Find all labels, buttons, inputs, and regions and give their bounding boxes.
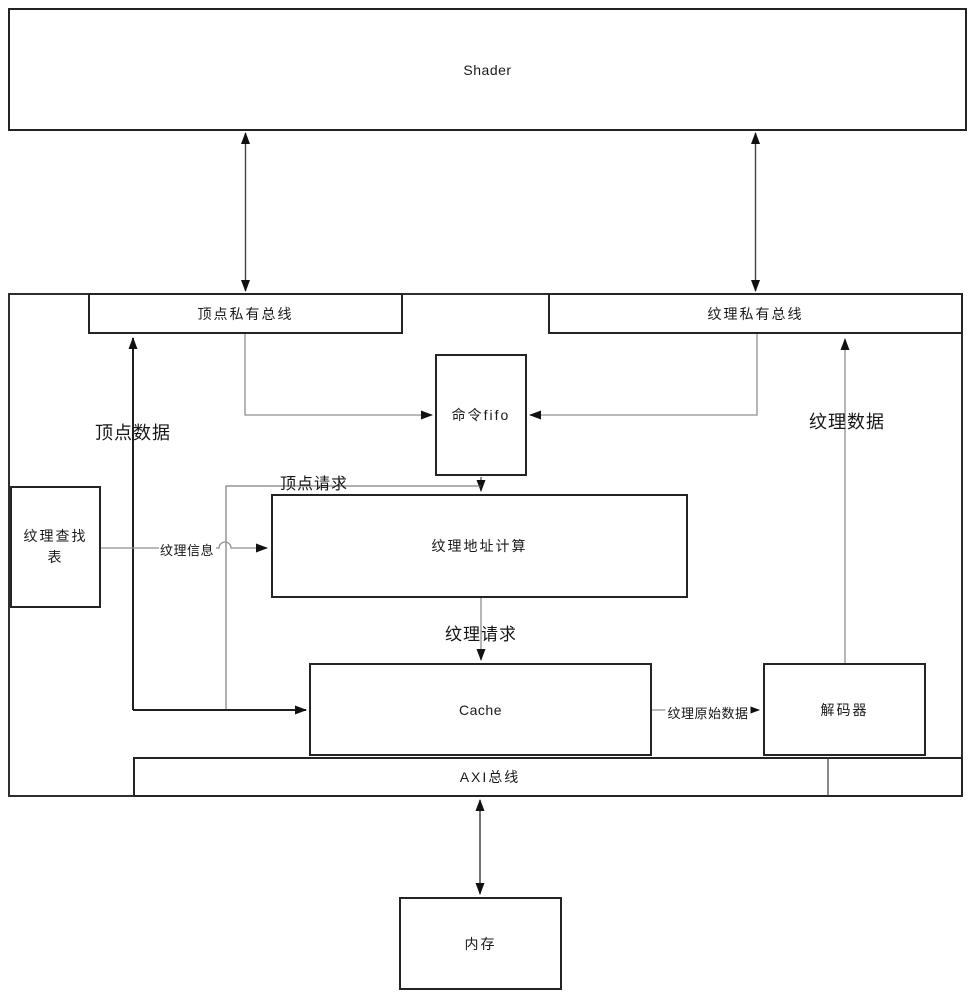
vertex-request-label: 顶点请求 (279, 476, 349, 493)
decoder-label: 解码器 (820, 701, 869, 718)
vertex-private-bus-label: 顶点私有总线 (197, 305, 294, 322)
axi-bus-label: AXI总线 (459, 769, 521, 785)
command-fifo-box: 命令fifo (435, 354, 527, 476)
decoder-box: 解码器 (763, 663, 926, 756)
texture-lookup-table-box: 纹理查找 表 (10, 486, 101, 608)
texture-raw-data-label: 纹理原始数据 (665, 703, 751, 722)
texture-private-bus-box: 纹理私有总线 (548, 293, 963, 334)
shader-box: Shader (8, 8, 967, 131)
command-fifo-label: 命令fifo (451, 407, 511, 423)
vertex-private-bus-box: 顶点私有总线 (88, 293, 403, 334)
texture-lookup-table-label-line1: 纹理查找 (23, 528, 88, 544)
texture-private-bus-label: 纹理私有总线 (707, 305, 804, 322)
axi-bus-box: AXI总线 (133, 757, 963, 797)
vertex-data-label: 顶点数据 (95, 423, 171, 443)
texture-info-label: 纹理信息 (159, 543, 215, 558)
cache-box: Cache (309, 663, 652, 756)
cache-label: Cache (459, 701, 502, 718)
texture-address-calc-box: 纹理地址计算 (271, 494, 688, 598)
texture-address-calc-label: 纹理地址计算 (431, 538, 528, 554)
shader-label: Shader (463, 61, 512, 78)
texture-request-label: 纹理请求 (445, 625, 517, 644)
texture-data-label: 纹理数据 (809, 412, 885, 432)
memory-box: 内存 (399, 897, 562, 990)
texture-lookup-table-label-line2: 表 (47, 549, 64, 565)
memory-label: 内存 (464, 935, 497, 952)
